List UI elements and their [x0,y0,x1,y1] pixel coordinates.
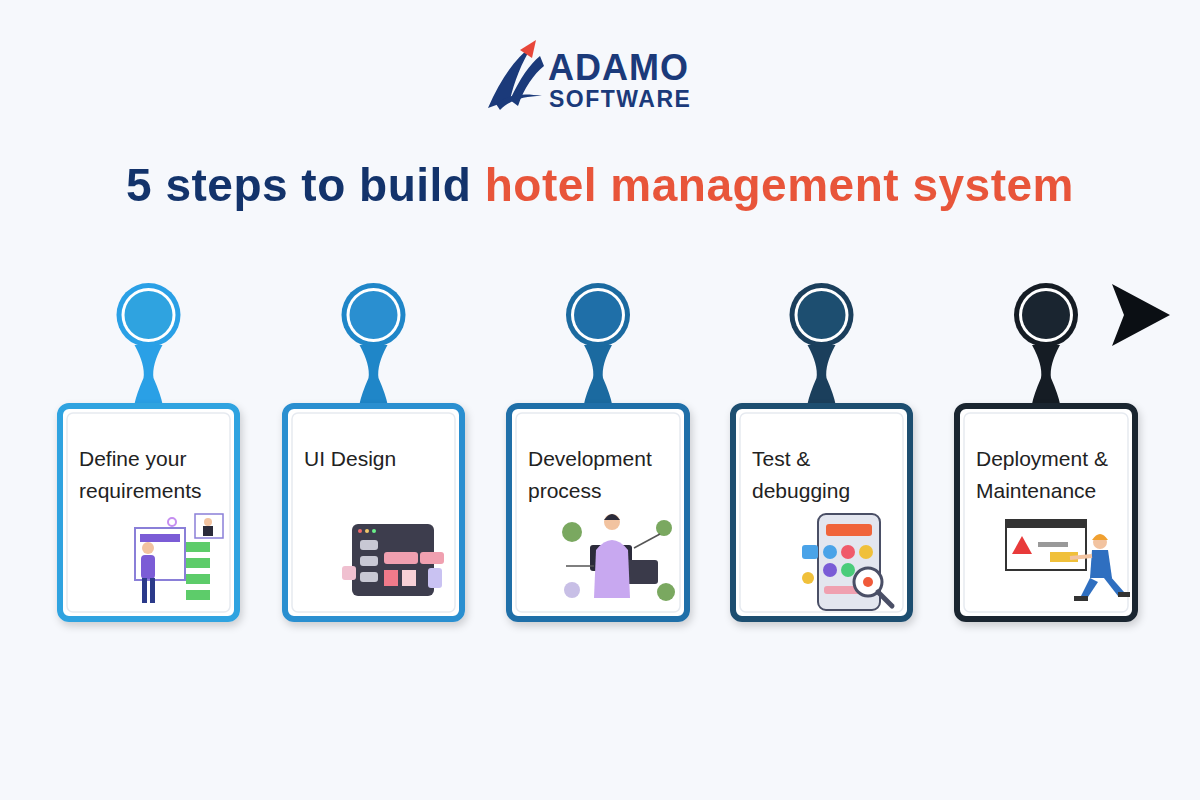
step-box: Define your requirements [57,403,240,622]
step-box: Test & debugging [730,403,913,622]
step-label: Test & debugging [736,409,907,507]
box-frames [60,406,1135,619]
step-label: Development process [512,409,684,507]
title: 5 steps to build hotel management system [126,158,1074,212]
step-box: Deployment & Maintenance [954,403,1138,622]
title-row: 5 steps to build hotel management system [0,158,1200,212]
logo-icon [488,40,544,110]
requirements-illustration [135,514,223,603]
development-illustration [562,514,675,601]
ui-design-illustration [342,524,444,596]
deployment-illustration [1006,520,1130,601]
step-label: UI Design [288,409,459,475]
logo-subword: SOFTWARE [549,88,691,111]
timeline-stems [117,283,1079,404]
testing-illustration [802,514,892,610]
step-box: UI Design [282,403,465,622]
step-label: Define your requirements [63,409,234,507]
timeline [50,284,1170,346]
logo-word: ADAMO [548,50,689,86]
step-label: Deployment & Maintenance [960,409,1132,507]
step-box: Development process [506,403,690,622]
